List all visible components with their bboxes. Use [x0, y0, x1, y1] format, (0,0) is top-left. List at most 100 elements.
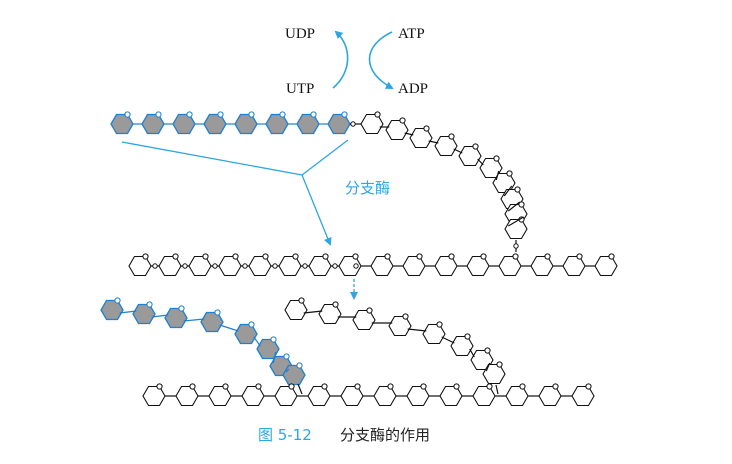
- ring-oxygen: [146, 301, 153, 308]
- glucose-ring: [100, 299, 124, 321]
- utp-label: UTP: [286, 81, 314, 97]
- glucose-ring: [110, 113, 134, 135]
- glucose-ring: [530, 255, 554, 277]
- glycosidic-bond: [404, 132, 414, 136]
- glucose-ring: [439, 385, 463, 407]
- ring-oxygen: [283, 353, 290, 360]
- glucose-ring: [274, 385, 298, 407]
- ring-oxygen: [399, 117, 406, 124]
- ring-oxygen: [374, 111, 381, 118]
- ring-oxygen: [178, 305, 185, 312]
- glucose-ring: [370, 255, 394, 277]
- glucose-ring: [571, 385, 595, 407]
- ring-oxygen: [416, 253, 423, 260]
- ring-oxygen: [310, 111, 317, 118]
- glucose-ring: [352, 309, 376, 331]
- glycosidic-bond: [495, 384, 499, 395]
- glycosidic-bond: [183, 318, 205, 322]
- glucose-ring: [327, 113, 351, 135]
- glucose-ring: [472, 385, 496, 407]
- glucose-ring: [132, 303, 156, 325]
- ring-oxygen: [217, 111, 224, 118]
- ring-oxygen: [255, 383, 262, 390]
- glycosidic-bond: [285, 368, 290, 373]
- glucose-ring: [296, 113, 320, 135]
- ring-oxygen: [608, 253, 615, 260]
- ring-oxygen: [472, 143, 479, 150]
- glycosidic-bond: [253, 336, 261, 347]
- glucose-ring: [402, 255, 426, 277]
- ring-oxygen: [484, 347, 491, 354]
- ring-oxygen: [402, 313, 409, 320]
- ring-oxygen: [576, 253, 583, 260]
- ring-oxygen: [496, 361, 503, 368]
- glycosidic-bond: [119, 310, 137, 314]
- glucose-ring: [318, 303, 342, 325]
- glycosidic-bond: [469, 348, 475, 358]
- glucose-ring: [373, 385, 397, 407]
- glycosidic-bond: [495, 170, 500, 181]
- glucose-ring: [284, 299, 308, 321]
- glucose-ring: [450, 335, 474, 357]
- ring-oxygen: [354, 383, 361, 390]
- glycosidic-bond: [219, 324, 239, 332]
- ring-oxygen: [453, 383, 460, 390]
- ring-oxygen: [341, 111, 348, 118]
- glucose-ring: [434, 255, 458, 277]
- glucose-ring: [141, 113, 165, 135]
- glucose-ring: [538, 385, 562, 407]
- udp-label: UDP: [285, 26, 315, 42]
- glycosidic-bond: [507, 201, 521, 212]
- ring-oxygen: [387, 383, 394, 390]
- glucose-ring: [505, 385, 529, 407]
- ring-oxygen: [366, 307, 373, 314]
- glucose-ring: [234, 113, 258, 135]
- ring-oxygen: [544, 253, 551, 260]
- ring-oxygen: [352, 253, 359, 260]
- glycosidic-bond: [407, 328, 427, 332]
- ring-oxygen: [288, 383, 295, 390]
- ring-oxygen: [480, 253, 487, 260]
- ring-oxygen: [186, 111, 193, 118]
- glucose-ring: [234, 323, 258, 345]
- glucose-ring: [158, 255, 182, 277]
- ring-oxygen: [332, 301, 339, 308]
- glycosidic-bond: [297, 383, 303, 395]
- ring-oxygen: [514, 186, 521, 193]
- glycosidic-bond: [453, 148, 463, 154]
- ring-oxygen: [172, 253, 179, 260]
- glycosidic-bond: [441, 336, 455, 344]
- ring-oxygen: [493, 155, 500, 162]
- glycosidic-bond: [428, 140, 439, 144]
- glucose-ring: [594, 255, 618, 277]
- glucose-ring: [172, 113, 196, 135]
- glucose-ring: [248, 255, 272, 277]
- glucose-ring: [200, 311, 224, 333]
- glucose-ring: [482, 363, 506, 385]
- ring-oxygen: [420, 383, 427, 390]
- glucose-ring: [218, 255, 242, 277]
- adp-label: ADP: [398, 81, 428, 97]
- enzyme-action-arrow: [301, 174, 332, 246]
- glycosidic-bond: [477, 158, 484, 166]
- ring-oxygen: [464, 333, 471, 340]
- ring-oxygen: [519, 383, 526, 390]
- ring-oxygen: [124, 111, 131, 118]
- bond-oxygen: [242, 263, 248, 269]
- ring-oxygen: [270, 336, 277, 343]
- figure-number: 图 5-12: [258, 426, 312, 444]
- ring-oxygen: [232, 253, 239, 260]
- ring-oxygen: [142, 253, 149, 260]
- glucose-ring: [434, 135, 458, 157]
- ring-oxygen: [384, 253, 391, 260]
- glucose-ring: [164, 307, 188, 329]
- glycosidic-bond: [151, 314, 169, 318]
- glycosidic-bond: [303, 310, 323, 314]
- glucose-ring: [208, 385, 232, 407]
- bond-oxygen: [350, 121, 356, 127]
- bond-oxygen: [212, 263, 218, 269]
- bond-oxygen: [182, 263, 188, 269]
- ring-oxygen: [512, 253, 519, 260]
- ring-oxygen: [296, 362, 303, 369]
- glucose-ring: [562, 255, 586, 277]
